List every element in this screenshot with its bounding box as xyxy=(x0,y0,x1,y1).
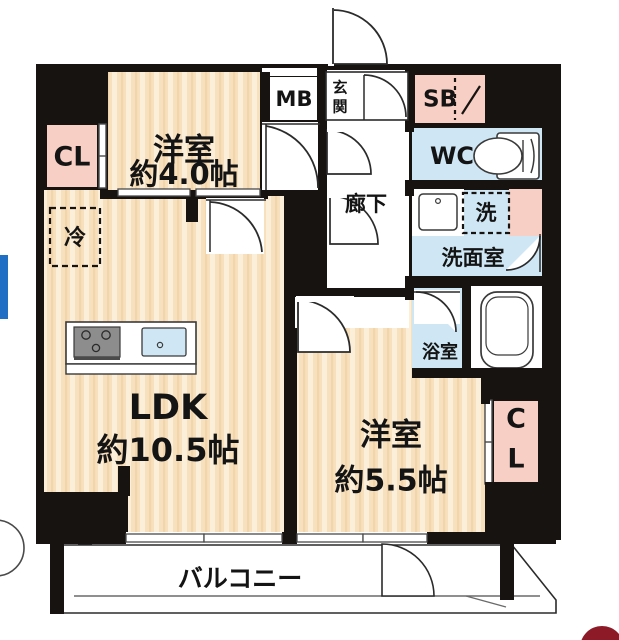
room-label-wc: WC xyxy=(430,142,474,170)
senmen-cabinet xyxy=(509,188,542,236)
room-label-genkan-line2: 関 xyxy=(332,98,347,116)
storage-label-sb: SB xyxy=(423,87,457,113)
window-win-cl-left xyxy=(98,123,107,189)
room-label-senmenshitsu: 洗面室 xyxy=(442,246,505,270)
room-label-ldk-line2: 約10.5帖 xyxy=(97,431,240,469)
appliance-label-washer: 洗 xyxy=(476,201,497,225)
door-ldk-door xyxy=(206,198,266,254)
left-edge-blue-marker xyxy=(0,255,8,319)
mb-top-cap xyxy=(262,68,326,76)
outdoor-label-balcony: バルコニー xyxy=(178,564,303,593)
bottom-left-circle-marker xyxy=(0,519,25,577)
refrigerator-space xyxy=(48,206,102,268)
room-label-washitsu4-line1: 洋室 xyxy=(153,133,215,169)
room-label-ldk-line1: LDK xyxy=(129,388,209,428)
sb-hanger-icon xyxy=(453,78,481,120)
door-entry-door xyxy=(328,8,388,66)
kitchen-sink-icon xyxy=(141,327,187,357)
window-win-cl-right xyxy=(484,399,493,485)
bathtub-icon xyxy=(480,291,534,369)
room-label-genkan-line1: 玄 xyxy=(332,79,347,97)
storage-label-mb: MB xyxy=(276,87,313,111)
closet-cl-left xyxy=(45,123,99,189)
shoe-box-sb xyxy=(413,73,487,125)
storage-label-cl-right-line1: C xyxy=(506,404,526,435)
door-senmen-door xyxy=(505,234,541,272)
room-label-corridor: 廊下 xyxy=(345,192,387,216)
door-corridor-door-low xyxy=(327,192,381,245)
storage-label-cl-right-line2: L xyxy=(507,444,524,475)
room-label-washitsu4-line2: 約4.0帖 xyxy=(129,157,238,191)
door-corridor-door-mid xyxy=(326,126,377,175)
room-label-washitsu55-line2: 約5.5帖 xyxy=(334,464,447,499)
storage-label-cl-left: CL xyxy=(53,142,90,173)
door-washitsu55-door xyxy=(296,296,354,353)
door-yokushitsu-door xyxy=(414,290,460,333)
balcony-door-openings xyxy=(125,532,435,597)
room-floor-washitsu4 xyxy=(108,72,260,190)
bottom-right-red-marker xyxy=(581,626,619,640)
room-label-yokushitsu: 浴室 xyxy=(422,341,458,363)
door-washitsu4-door xyxy=(262,122,320,190)
window-win-washitsu4-south xyxy=(117,188,261,197)
appliance-label-fridge: 冷 xyxy=(64,225,86,251)
door-genkan-inner-door xyxy=(325,71,409,121)
toilet-icon xyxy=(473,132,540,180)
kitchen-counter xyxy=(65,321,197,375)
gas-stove-icon xyxy=(73,326,121,360)
room-label-washitsu55-line1: 洋室 xyxy=(360,418,422,454)
vanity-basin-icon xyxy=(418,193,458,231)
